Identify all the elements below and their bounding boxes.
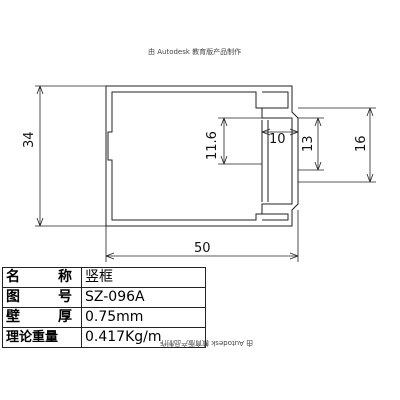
dim-11-6-label: 11.6	[205, 131, 220, 160]
spec-code-label: 图号	[2, 287, 82, 308]
spec-code-value: SZ-096A	[81, 287, 206, 308]
profile-outer-outline	[105, 85, 299, 227]
profile-lip-top	[262, 91, 289, 109]
spec-row-code: 图号 SZ-096A	[2, 287, 206, 308]
spec-weight-value: 0.417Kg/m	[81, 327, 206, 348]
spec-row-thickness: 壁厚 0.75mm	[2, 307, 206, 328]
watermark-bottom: 由 Autodesk 教育版产品制作	[160, 339, 254, 347]
spec-table: 名称 竖框 图号 SZ-096A 壁厚 0.75mm 理论重量 0.417Kg/…	[2, 267, 206, 348]
dim-50-label: 50	[194, 241, 211, 256]
spec-row-name: 名称 竖框	[2, 267, 206, 288]
dim-10-label: 10	[269, 132, 286, 147]
watermark-top: 由 Autodesk 教育版产品制作	[148, 48, 242, 56]
spec-weight-label: 理论重量	[2, 327, 82, 348]
spec-name-label: 名称	[2, 267, 82, 288]
slot-outline	[261, 120, 269, 202]
profile-inner-outline	[107, 91, 293, 221]
spec-row-weight: 理论重量 0.417Kg/m	[2, 327, 206, 348]
dim-16-label: 16	[354, 135, 369, 152]
dim-13-label: 13	[301, 135, 316, 152]
profile-lip-bottom	[262, 213, 289, 221]
spec-thickness-value: 0.75mm	[81, 307, 206, 328]
spec-name-value: 竖框	[81, 267, 206, 288]
dim-34-label: 34	[22, 131, 37, 148]
spec-thickness-label: 壁厚	[2, 307, 82, 328]
